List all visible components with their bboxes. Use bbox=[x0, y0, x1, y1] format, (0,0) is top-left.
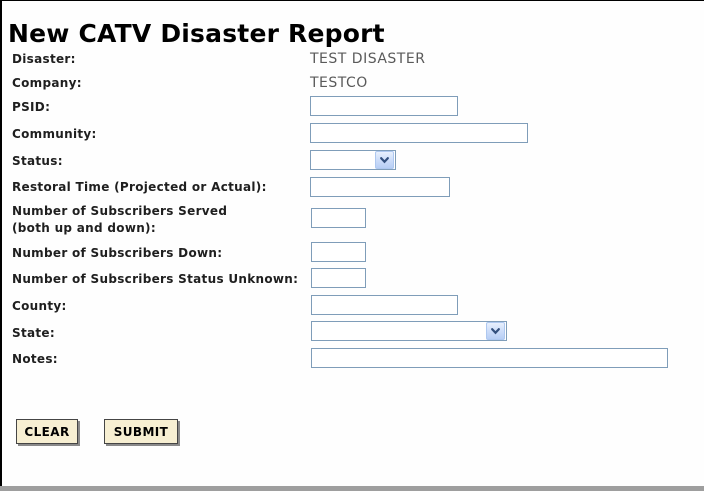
status-select[interactable] bbox=[310, 150, 396, 170]
clear-button[interactable]: CLEAR bbox=[16, 419, 78, 444]
company-label: Company: bbox=[12, 76, 82, 90]
submit-button[interactable]: SUBMIT bbox=[104, 419, 178, 444]
chevron-down-icon bbox=[486, 322, 505, 340]
chevron-down-icon bbox=[375, 151, 394, 169]
county-input[interactable] bbox=[311, 295, 458, 315]
company-value: TESTCO bbox=[310, 75, 368, 91]
community-label: Community: bbox=[12, 127, 97, 141]
restoral-time-input[interactable] bbox=[310, 177, 450, 197]
window-bottom-edge bbox=[0, 486, 704, 491]
disaster-value: TEST DISASTER bbox=[310, 51, 426, 67]
state-label: State: bbox=[12, 326, 55, 340]
subscribers-served-label: Number of Subscribers Served (both up an… bbox=[12, 203, 302, 237]
restoral-time-label: Restoral Time (Projected or Actual): bbox=[12, 180, 267, 194]
page-title: New CATV Disaster Report bbox=[8, 18, 385, 48]
subscribers-down-label: Number of Subscribers Down: bbox=[12, 246, 223, 260]
county-label: County: bbox=[12, 299, 67, 313]
subscribers-served-label-line2: (both up and down): bbox=[12, 221, 156, 235]
psid-label: PSID: bbox=[12, 100, 51, 114]
subscribers-served-input[interactable] bbox=[311, 208, 366, 228]
window-left-edge bbox=[0, 0, 2, 491]
notes-label: Notes: bbox=[12, 352, 58, 366]
subscribers-served-label-line1: Number of Subscribers Served bbox=[12, 204, 228, 218]
subscribers-unknown-input[interactable] bbox=[311, 268, 366, 288]
state-select[interactable] bbox=[311, 321, 507, 341]
status-label: Status: bbox=[12, 154, 63, 168]
subscribers-down-input[interactable] bbox=[311, 242, 366, 262]
window-top-edge bbox=[0, 0, 704, 1]
psid-input[interactable] bbox=[310, 96, 458, 116]
subscribers-unknown-label: Number of Subscribers Status Unknown: bbox=[12, 272, 299, 286]
community-input[interactable] bbox=[310, 123, 528, 143]
disaster-label: Disaster: bbox=[12, 52, 76, 66]
notes-input[interactable] bbox=[311, 348, 668, 368]
